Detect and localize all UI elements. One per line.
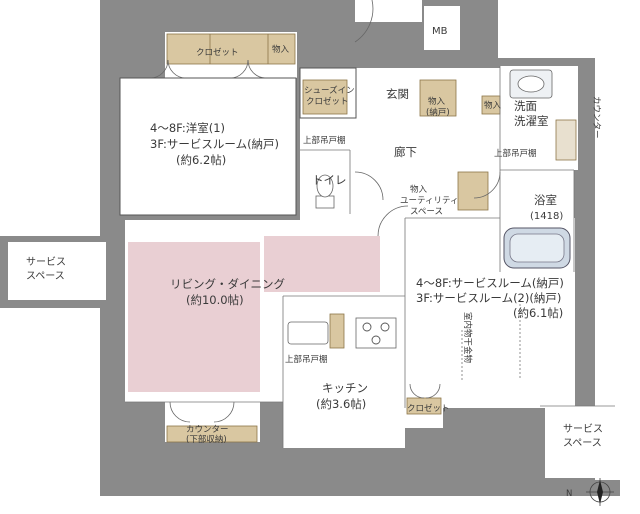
laundry-hardware-label: 室内物干金物	[462, 312, 473, 364]
washbasin-icon	[509, 69, 553, 99]
washroom-line2: 洗濯室	[514, 114, 549, 128]
door-swings	[149, 0, 501, 423]
bath-line1: 浴室	[534, 193, 557, 207]
room1-label-line2: 3F:サービスルーム(納戸)	[150, 137, 279, 151]
utility-line2: ユーティリティ	[400, 196, 458, 206]
storage-top-label: 物入	[272, 44, 290, 55]
counter-bottom-line2: (下部収納)	[186, 434, 227, 445]
upper-shelf-wash: 上部吊戸棚	[494, 148, 537, 159]
ldk-highlight	[128, 236, 380, 392]
counter-bottom-line1: カウンター	[186, 425, 229, 435]
interior-lines	[119, 66, 615, 448]
compass-icon	[586, 478, 614, 506]
living-line1: リビング・ダイニング	[170, 277, 285, 291]
shoe-closet-line2: クロゼット	[306, 96, 349, 107]
room1-label-line3: (約6.2帖)	[176, 153, 226, 167]
service-right-line1: サービス	[563, 423, 603, 435]
washroom-line1: 洗面	[514, 99, 537, 113]
service-right-line2: スペース	[563, 438, 602, 449]
storage-fixtures	[166, 33, 577, 443]
storage-nando-line2: (納戸)	[426, 107, 450, 118]
closet-top-label: クロゼット	[196, 47, 239, 58]
kitchen-line1: キッチン	[322, 381, 368, 395]
upper-shelf-toilet: 上部吊戸棚	[303, 135, 346, 146]
sink-icon	[287, 321, 329, 345]
storage-nando-line1: 物入	[428, 96, 446, 107]
room1-label-line1: 4～8F:洋室(1)	[150, 121, 225, 135]
storage-small-label: 物入	[484, 100, 502, 111]
utility-line3: スペース	[410, 207, 443, 217]
bath-line2: (1418)	[530, 211, 563, 222]
mb-label: MB	[432, 26, 448, 37]
toilet-label: トイレ	[312, 173, 347, 187]
stove-icon	[355, 317, 397, 349]
service-left-line1: サービス	[26, 256, 66, 268]
room2-line2: 3F:サービスルーム(2)(納戸)	[416, 291, 561, 305]
compass-north-label: N	[566, 489, 572, 499]
shoe-closet-line1: シューズイン	[304, 85, 355, 96]
service-left-line2: スペース	[26, 271, 65, 282]
living-line2: (約10.0帖)	[186, 293, 244, 307]
corridor-label: 廊下	[394, 145, 417, 159]
upper-shelf-kitchen: 上部吊戸棚	[285, 354, 328, 365]
room2-line1: 4～8F:サービスルーム(納戸)	[416, 276, 564, 290]
counter-right-label: カウンター	[591, 96, 601, 139]
utility-line1: 物入	[410, 184, 428, 195]
closet-bottom-label: クロゼット	[407, 403, 450, 414]
toilet-icon	[315, 174, 335, 209]
bathtub-icon	[503, 227, 571, 269]
kitchen-line2: (約3.6帖)	[316, 397, 366, 411]
entrance-label: 玄関	[386, 87, 409, 101]
room2-line3: (約6.1帖)	[513, 306, 563, 320]
